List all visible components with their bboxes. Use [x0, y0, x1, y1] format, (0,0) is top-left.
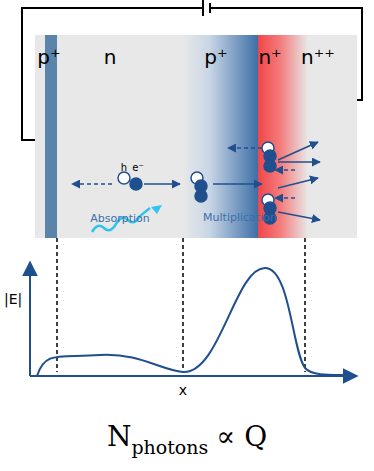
guide-lines — [57, 238, 305, 372]
p-plus-region: p⁺ — [183, 35, 258, 238]
p-plus-contact: p⁺ — [35, 35, 57, 238]
n-absorption-region: nAbsorption — [57, 35, 183, 238]
formula-part: ∝ Q — [216, 420, 267, 453]
formula-part: photons — [131, 436, 208, 458]
carrier-arrows — [72, 142, 320, 220]
carriers — [118, 142, 276, 224]
carrier-label: e⁻ — [132, 163, 143, 173]
band-label: n⁺⁺ — [301, 47, 335, 67]
photon-head — [151, 205, 162, 214]
axis-label: x — [179, 383, 187, 397]
band-label: p⁺ — [37, 47, 60, 67]
field-curve — [37, 268, 350, 376]
region-label: Multiplication — [203, 212, 277, 223]
carrier-label: h — [121, 163, 127, 173]
formula-part: N — [107, 420, 132, 453]
plot-axes — [30, 262, 357, 376]
n-plus-plus-region: n⁺⁺ — [298, 35, 357, 238]
device-body — [35, 35, 357, 238]
battery-symbol — [203, 0, 210, 16]
band-label: p⁺ — [204, 47, 227, 67]
band-label: n⁺ — [258, 47, 281, 67]
n-doped-region — [258, 35, 308, 238]
formula: Nphotons∝ Q — [0, 420, 374, 453]
p-doped-region — [183, 35, 258, 238]
axis-label: |E| — [4, 292, 22, 306]
n-plus-region: n⁺ — [258, 35, 298, 238]
band-label: n — [104, 47, 117, 67]
region-label: Absorption — [90, 213, 150, 224]
